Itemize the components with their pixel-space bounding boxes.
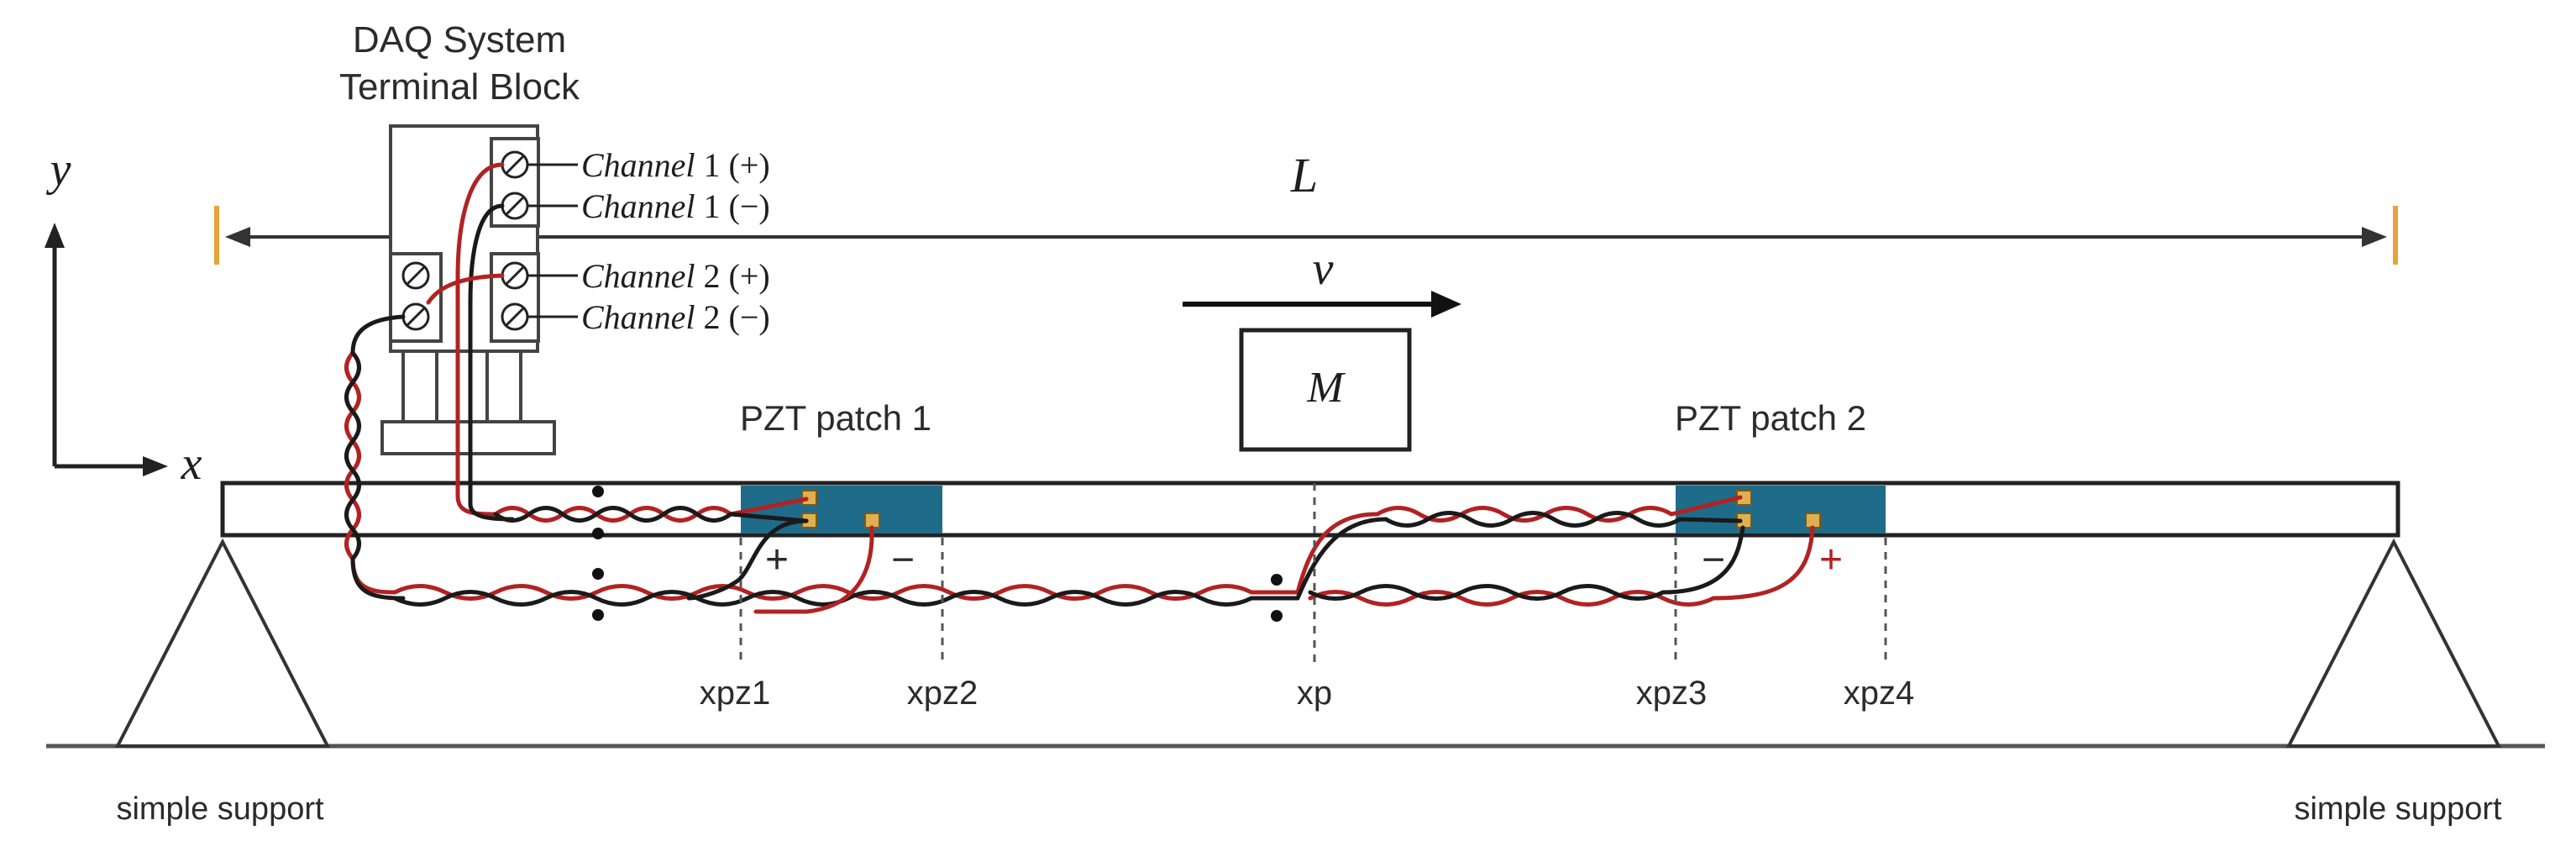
pzt-patch-1 (741, 486, 942, 533)
twisted-pair-patch2-red (1308, 525, 1815, 607)
left-support (114, 538, 331, 748)
twisted-pair-ch2-bottom-black (392, 590, 1300, 607)
wire-patch1-minus (753, 525, 874, 614)
wire-xp-black (1295, 517, 1388, 601)
wire-ch2-plus (426, 273, 505, 305)
xpz3-label: xpz3 (1636, 675, 1708, 712)
length-label: L (1290, 148, 1318, 202)
screw-icon-left-bottom (401, 302, 430, 331)
twisted-pair-ch2-down-black (344, 350, 406, 601)
y-axis-label: y (46, 144, 71, 196)
patch2-plus-sign: + (1819, 538, 1843, 582)
xp-label: xp (1297, 675, 1332, 712)
xpz4-label: xpz4 (1844, 675, 1915, 712)
wire-ch2-minus (350, 314, 406, 355)
screw-icon-ch1-plus (501, 150, 529, 179)
xpz1-label: xpz1 (700, 675, 771, 712)
patch2-minus-sign: − (1702, 538, 1725, 582)
channel-leaders (527, 163, 578, 318)
mass-label: M (1306, 364, 1346, 412)
left-support-label: simple support (116, 791, 324, 827)
velocity-arrow (1183, 291, 1461, 318)
pzt-patch-1-label: PZT patch 1 (740, 398, 931, 438)
wiring (344, 162, 1815, 614)
twisted-pair-patch2-black (1308, 525, 1745, 601)
wire-xp-red (1295, 512, 1380, 595)
right-support (2285, 538, 2502, 748)
length-dimension (214, 206, 2398, 265)
xpz2-label: xpz2 (907, 675, 978, 712)
wire-patch1-plus (686, 518, 809, 601)
daq-title-line1: DAQ System (353, 19, 566, 60)
screw-icon-ch2-plus (501, 261, 529, 290)
coordinate-axes (45, 223, 168, 476)
twisted-pair-ch1-black (493, 506, 809, 523)
wire-ch1-minus (468, 203, 515, 522)
x-axis-label: x (181, 438, 202, 490)
pzt-patch-2-label: PZT patch 2 (1675, 398, 1866, 438)
patch1-minus-sign: − (891, 538, 915, 582)
moving-mass-box (1239, 328, 1412, 452)
screw-icon-left-top (401, 261, 430, 290)
twisted-pair-ch2-top-black (1383, 511, 1743, 528)
electrode-p2-right (1805, 512, 1821, 528)
daq-title-line2: Terminal Block (339, 66, 580, 108)
electrode-p1-right (864, 512, 880, 528)
pzt-patch-2 (1676, 486, 1886, 533)
screw-icon-ch2-minus (501, 302, 529, 331)
position-guides (739, 483, 1887, 664)
twisted-pair-ch2-bottom-red (392, 584, 1300, 601)
junction-dots (592, 486, 1283, 622)
screw-icon-ch1-minus (501, 192, 529, 220)
right-support-label: simple support (2294, 791, 2502, 827)
velocity-label: v (1313, 243, 1334, 295)
patch1-plus-sign: + (765, 538, 789, 582)
